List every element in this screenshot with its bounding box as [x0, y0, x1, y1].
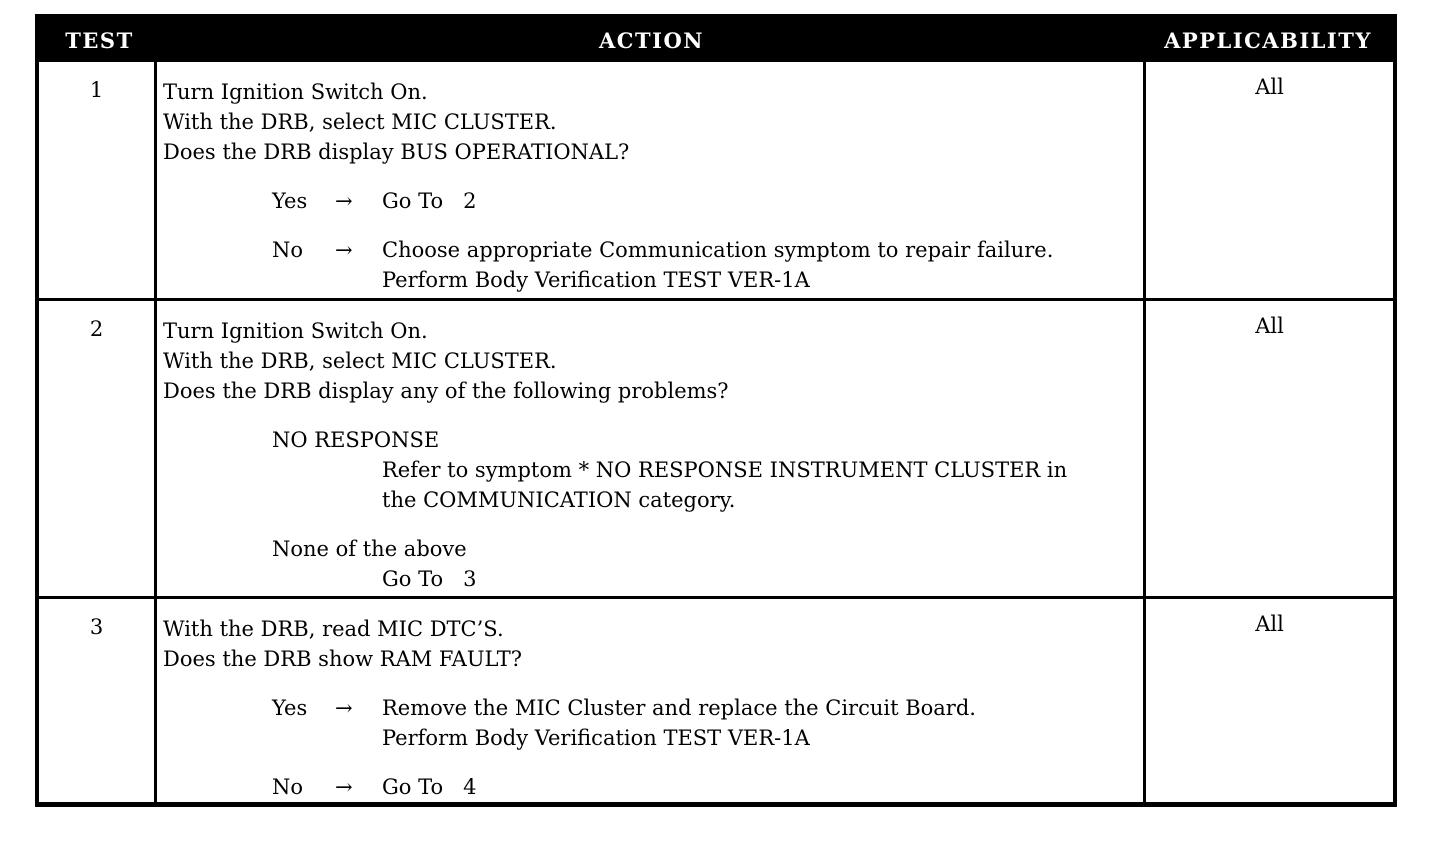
branch-result-line: Go To 4	[382, 775, 477, 799]
table-row: 2 Turn Ignition Switch On. With the DRB,…	[39, 298, 1393, 596]
problem-option: None of the above Go To 3	[163, 534, 1139, 594]
action-line: Does the DRB display any of the followin…	[163, 379, 729, 403]
action-line: With the DRB, select MIC CLUSTER.	[163, 110, 557, 134]
action-line: Turn Ignition Switch On.	[163, 319, 428, 343]
no-branch: No → Go To 4	[163, 772, 1139, 802]
option-detail-line: the COMMUNICATION category.	[382, 488, 736, 512]
option-detail-line: Go To 3	[382, 567, 477, 591]
test-number-cell: 3	[39, 599, 157, 802]
table-row: 3 With the DRB, read MIC DTC’S. Does the…	[39, 596, 1393, 802]
branch-label: Yes	[272, 189, 308, 213]
option-title: NO RESPONSE	[272, 428, 440, 452]
column-header-applicability: APPLICABILITY	[1164, 27, 1372, 53]
branch-result-line: Go To 2	[382, 189, 477, 213]
right-arrow-icon: →	[335, 238, 353, 262]
option-detail: Refer to symptom * NO RESPONSE INSTRUMEN…	[163, 455, 1139, 515]
problem-option: NO RESPONSE Refer to symptom * NO RESPON…	[163, 425, 1139, 515]
option-detail: Go To 3	[163, 564, 1139, 594]
right-arrow-icon: →	[335, 775, 353, 799]
right-arrow-icon: →	[335, 696, 353, 720]
action-cell: Turn Ignition Switch On. With the DRB, s…	[157, 62, 1146, 298]
action-line: Does the DRB display BUS OPERATIONAL?	[163, 140, 630, 164]
branch-result-line: Perform Body Verification TEST VER-1A	[382, 268, 810, 292]
branch-label: No	[272, 238, 304, 262]
applicability-cell: All	[1255, 612, 1284, 636]
branch-result: Go To 2	[382, 186, 1139, 216]
applicability-cell: All	[1255, 314, 1284, 338]
branch-result-line: Choose appropriate Communication symptom…	[382, 238, 1054, 262]
branch-result: Remove the MIC Cluster and replace the C…	[382, 693, 1139, 753]
branch-result: Go To 4	[382, 772, 1139, 802]
applicability-cell: All	[1255, 75, 1284, 99]
branch-label: No	[272, 775, 304, 799]
yes-branch: Yes → Remove the MIC Cluster and replace…	[163, 693, 1139, 753]
column-header-action: ACTION	[599, 27, 704, 53]
no-branch: No → Choose appropriate Communication sy…	[163, 235, 1139, 295]
action-cell: Turn Ignition Switch On. With the DRB, s…	[157, 301, 1146, 596]
yes-branch: Yes → Go To 2	[163, 186, 1139, 216]
branch-result-line: Perform Body Verification TEST VER-1A	[382, 726, 810, 750]
branch-label: Yes	[272, 696, 308, 720]
branch-result: Choose appropriate Communication symptom…	[382, 235, 1139, 295]
action-line: Turn Ignition Switch On.	[163, 80, 428, 104]
column-header-test: TEST	[65, 27, 134, 53]
test-number-cell: 1	[39, 62, 157, 298]
right-arrow-icon: →	[335, 189, 353, 213]
action-line: With the DRB, read MIC DTC’S.	[163, 617, 504, 641]
action-line: With the DRB, select MIC CLUSTER.	[163, 349, 557, 373]
table-header-row: TEST ACTION APPLICABILITY	[39, 18, 1393, 62]
table-row: 1 Turn Ignition Switch On. With the DRB,…	[39, 62, 1393, 298]
action-cell: With the DRB, read MIC DTC’S. Does the D…	[157, 599, 1146, 802]
action-line: Does the DRB show RAM FAULT?	[163, 647, 523, 671]
option-detail-line: Refer to symptom * NO RESPONSE INSTRUMEN…	[382, 458, 1068, 482]
option-title: None of the above	[272, 537, 467, 561]
branch-result-line: Remove the MIC Cluster and replace the C…	[382, 696, 976, 720]
diagnostic-test-table: TEST ACTION APPLICABILITY 1 Turn Ignitio…	[35, 14, 1397, 807]
test-number-cell: 2	[39, 301, 157, 596]
